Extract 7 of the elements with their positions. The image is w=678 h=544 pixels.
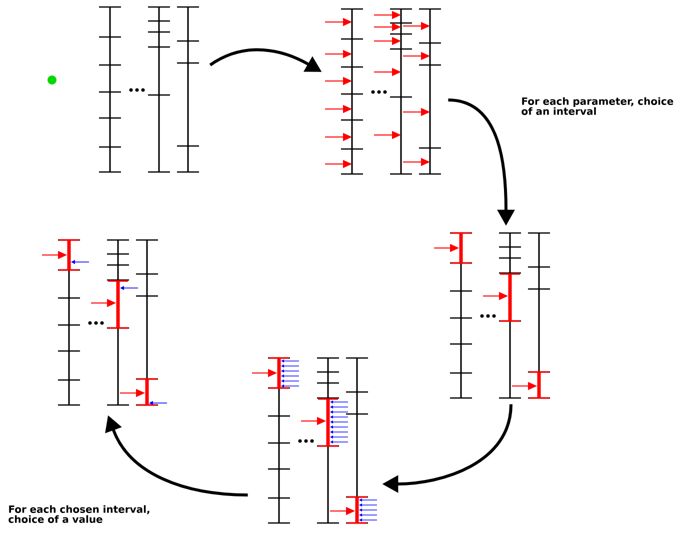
axes-drawing — [434, 232, 550, 399]
edge-label: For each chosen interval, choice of a value — [8, 505, 150, 523]
axes-drawing — [99, 6, 199, 173]
axes-drawing — [252, 357, 378, 524]
axes-drawing — [42, 239, 168, 406]
axes-drawing — [324, 8, 441, 175]
edge-label: For each parameter, choice of an interval — [522, 97, 674, 115]
